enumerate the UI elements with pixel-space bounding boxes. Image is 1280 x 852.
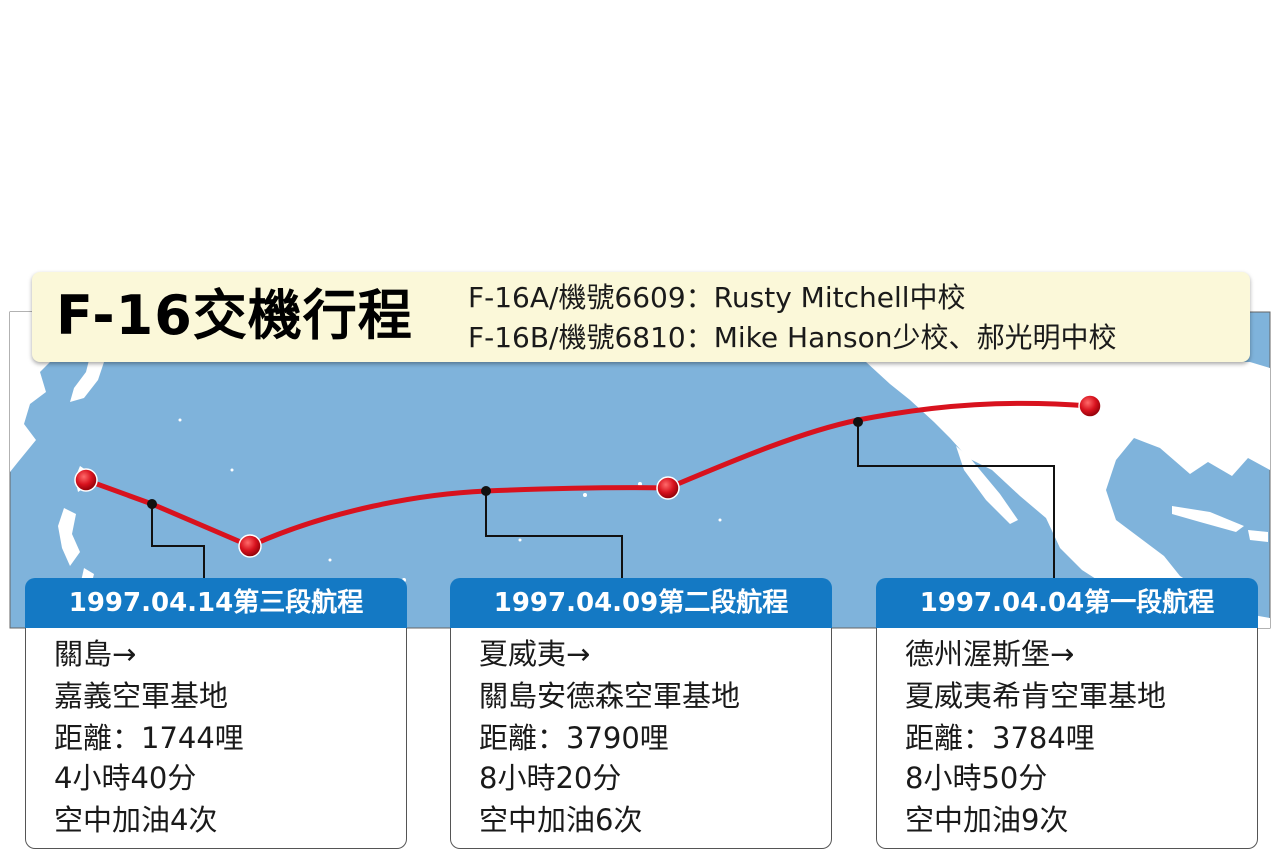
leg-leader-lines — [151, 422, 1055, 580]
leg-refuel: 空中加油6次 — [479, 803, 643, 837]
leg-origin: 夏威夷→ — [479, 637, 591, 671]
leg-heading: 1997.04.14第三段航程 — [25, 578, 407, 628]
leg-heading: 1997.04.09第二段航程 — [450, 578, 832, 628]
leg-distance: 距離：3784哩 — [905, 721, 1095, 755]
crew-line-f16a: F-16A/機號6609：Rusty Mitchell中校 — [468, 281, 966, 314]
waypoint-dots — [147, 417, 863, 509]
leg-destination: 嘉義空軍基地 — [54, 679, 229, 713]
leg-card-third: 1997.04.14第三段航程 關島→ 嘉義空軍基地 距離：1744哩 4小時4… — [25, 578, 407, 850]
crew-line-f16b: F-16B/機號6810：Mike Hanson少校、郝光明中校 — [468, 321, 1117, 354]
crew-list: F-16A/機號6609：Rusty Mitchell中校 F-16B/機號68… — [468, 278, 1116, 358]
leg-duration: 8小時50分 — [905, 761, 1048, 795]
philippines-islands — [58, 508, 94, 590]
stop-markers — [74, 394, 1102, 558]
leg-refuel: 空中加油4次 — [54, 803, 218, 837]
leg-card-second: 1997.04.09第二段航程 夏威夷→ 關島安德森空軍基地 距離：3790哩 … — [450, 578, 832, 850]
leg-destination: 關島安德森空軍基地 — [479, 679, 741, 713]
leg-destination: 夏威夷希肯空軍基地 — [905, 679, 1167, 713]
north-america-landmass — [866, 362, 1270, 628]
leg-origin: 關島→ — [54, 637, 137, 671]
cuba-island — [1172, 506, 1244, 532]
leg-details: 關島→ 嘉義空軍基地 距離：1744哩 4小時40分 空中加油4次 — [25, 628, 407, 849]
stop-marker-texas — [1078, 394, 1102, 418]
leg-duration: 8小時20分 — [479, 761, 622, 795]
stop-marker-guam — [238, 534, 262, 558]
page-title: F-16交機行程 — [56, 284, 413, 347]
leg-distance: 距離：1744哩 — [54, 721, 244, 755]
stop-marker-taiwan — [74, 468, 98, 492]
title-panel: F-16交機行程 F-16A/機號6609：Rusty Mitchell中校 F… — [32, 272, 1250, 362]
leg-card-first: 1997.04.04第一段航程 德州渥斯堡→ 夏威夷希肯空軍基地 距離：3784… — [876, 578, 1258, 850]
leg-details: 德州渥斯堡→ 夏威夷希肯空軍基地 距離：3784哩 8小時50分 空中加油9次 — [876, 628, 1258, 849]
leg-distance: 距離：3790哩 — [479, 721, 669, 755]
leg-origin: 德州渥斯堡→ — [905, 637, 1075, 671]
stop-marker-hawaii — [656, 476, 680, 500]
leg-details: 夏威夷→ 關島安德森空軍基地 距離：3790哩 8小時20分 空中加油6次 — [450, 628, 832, 849]
leg-duration: 4小時40分 — [54, 761, 197, 795]
leg-heading: 1997.04.04第一段航程 — [876, 578, 1258, 628]
leg-refuel: 空中加油9次 — [905, 803, 1069, 837]
hispaniola-island — [1248, 530, 1268, 542]
